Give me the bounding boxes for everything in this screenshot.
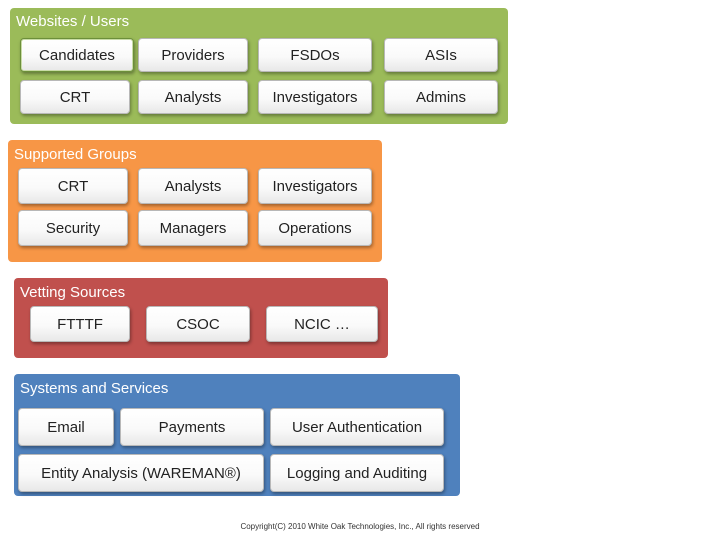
websites-users-panel: Websites / Users Candidates Providers FS… bbox=[10, 8, 508, 124]
csoc-button[interactable]: CSOC bbox=[146, 306, 250, 342]
panel-title: Systems and Services bbox=[20, 380, 169, 397]
analysts-group-button[interactable]: Analysts bbox=[138, 168, 248, 204]
providers-button[interactable]: Providers bbox=[138, 38, 248, 72]
payments-button[interactable]: Payments bbox=[120, 408, 264, 446]
logging-auditing-button[interactable]: Logging and Auditing bbox=[270, 454, 444, 492]
copyright-footer: Copyright(C) 2010 White Oak Technologies… bbox=[240, 522, 480, 531]
operations-group-button[interactable]: Operations bbox=[258, 210, 372, 246]
vetting-sources-panel: Vetting Sources FTTTF CSOC NCIC … bbox=[14, 278, 388, 358]
investigators-group-button[interactable]: Investigators bbox=[258, 168, 372, 204]
admins-button[interactable]: Admins bbox=[384, 80, 498, 114]
systems-services-panel: Systems and Services Email Payments User… bbox=[14, 374, 460, 496]
security-group-button[interactable]: Security bbox=[18, 210, 128, 246]
entity-analysis-button[interactable]: Entity Analysis (WAREMAN®) bbox=[18, 454, 264, 492]
panel-title: Websites / Users bbox=[16, 13, 130, 30]
supported-groups-panel: Supported Groups CRT Analysts Investigat… bbox=[8, 140, 382, 262]
asis-button[interactable]: ASIs bbox=[384, 38, 498, 72]
fsdos-button[interactable]: FSDOs bbox=[258, 38, 372, 72]
panel-title: Supported Groups bbox=[14, 146, 137, 163]
panel-title: Vetting Sources bbox=[20, 284, 126, 301]
candidates-button[interactable]: Candidates bbox=[20, 38, 134, 72]
analysts-button[interactable]: Analysts bbox=[138, 80, 248, 114]
crt-group-button[interactable]: CRT bbox=[18, 168, 128, 204]
investigators-button[interactable]: Investigators bbox=[258, 80, 372, 114]
ncic-button[interactable]: NCIC … bbox=[266, 306, 378, 342]
crt-button[interactable]: CRT bbox=[20, 80, 130, 114]
ftttf-button[interactable]: FTTTF bbox=[30, 306, 130, 342]
user-authentication-button[interactable]: User Authentication bbox=[270, 408, 444, 446]
managers-group-button[interactable]: Managers bbox=[138, 210, 248, 246]
email-button[interactable]: Email bbox=[18, 408, 114, 446]
